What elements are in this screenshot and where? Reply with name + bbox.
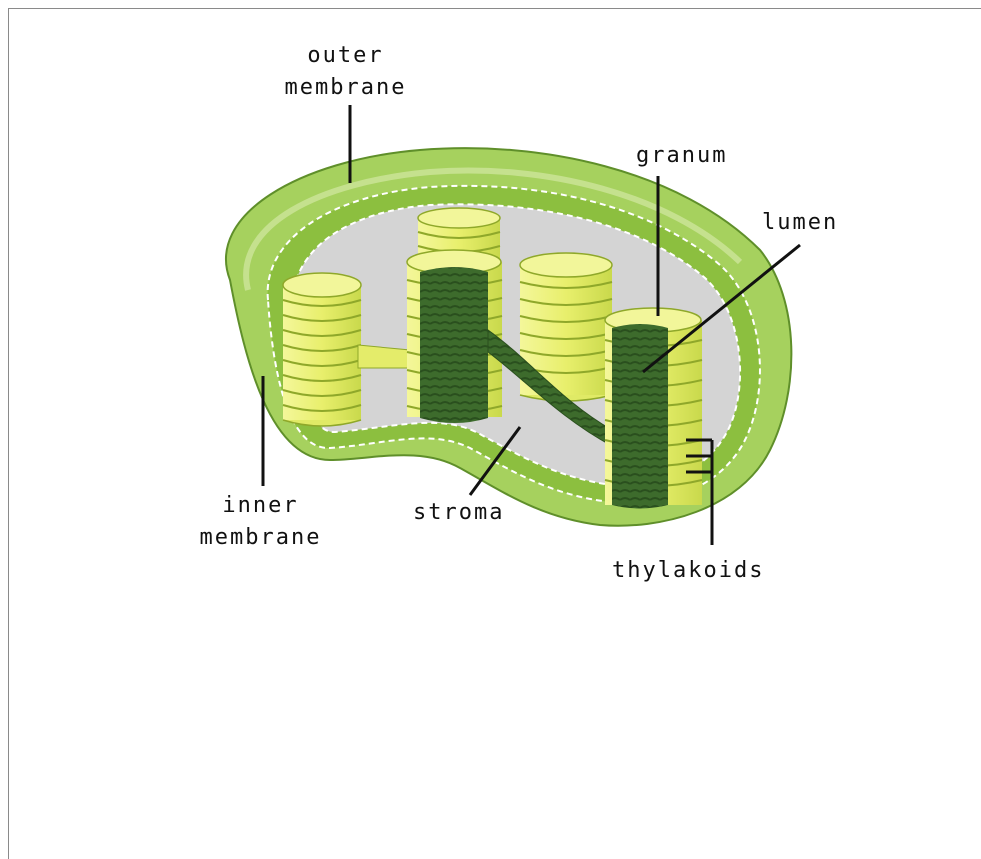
label-stroma: stroma xyxy=(413,497,504,529)
label-lumen: lumen xyxy=(762,207,838,239)
label-thylakoids: thylakoids xyxy=(612,555,764,587)
label-outer-membrane: outer membrane xyxy=(258,40,433,104)
label-granum: granum xyxy=(636,140,727,172)
granum-left xyxy=(283,273,361,426)
granum-right xyxy=(605,308,702,509)
label-inner-membrane: inner membrane xyxy=(173,490,348,554)
